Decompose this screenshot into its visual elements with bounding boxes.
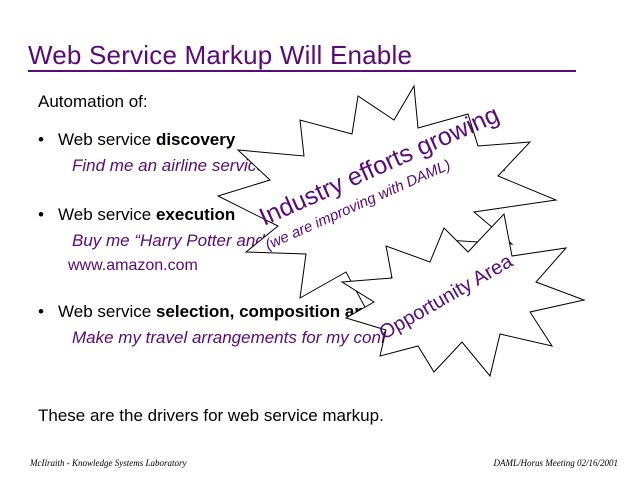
bullet-marker: • xyxy=(38,205,44,224)
bullet-prefix: Web service xyxy=(58,302,156,321)
example-composition: Make my travel arrangements for my confe… xyxy=(72,328,466,347)
bullet-execution: • Web service execution xyxy=(38,205,235,225)
title-underline xyxy=(28,70,576,72)
footer-right: DAML/Horus Meeting 02/16/2001 xyxy=(493,458,619,468)
footer-left: McIlraith - Knowledge Systems Laboratory xyxy=(30,458,187,468)
bullet-discovery: • Web service discovery xyxy=(38,130,235,150)
slide-title: Web Service Markup Will Enable xyxy=(28,40,413,70)
bullet-prefix: Web service xyxy=(58,205,156,224)
bullet-prefix: Web service xyxy=(58,130,156,149)
example-url: www.amazon.com xyxy=(68,257,198,274)
bullet-keyword: execution xyxy=(155,205,236,224)
opportunity-burst xyxy=(340,212,586,378)
bullet-keyword: discovery xyxy=(155,130,236,149)
bullet-marker: • xyxy=(38,130,44,149)
bullet-marker: • xyxy=(38,302,44,321)
closing-text: These are the drivers for web service ma… xyxy=(38,406,384,425)
industry-burst xyxy=(216,84,558,322)
intro-text: Automation of: xyxy=(38,92,148,111)
